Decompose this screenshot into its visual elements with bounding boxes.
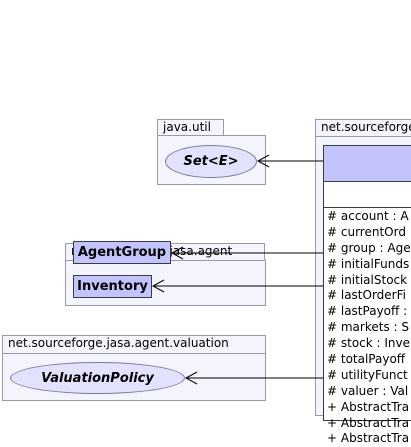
class-member: # totalPayoff — [327, 352, 406, 367]
package-valuation-tab: net.sourceforge.jasa.agent.valuation — [2, 335, 266, 354]
set-interface-label: Set<E> — [183, 154, 239, 169]
package-java-util-label: java.util — [163, 120, 211, 134]
edge-to-set — [256, 154, 323, 168]
class-member: # currentOrd — [327, 224, 406, 239]
valuation-policy-label: ValuationPolicy — [41, 370, 154, 386]
inventory-label: Inventory — [77, 279, 148, 294]
class-member: # initialStock — [327, 272, 408, 287]
valuation-policy-interface[interactable]: ValuationPolicy — [10, 362, 185, 394]
package-valuation-label: net.sourceforge.jasa.agent.valuation — [8, 336, 229, 350]
set-interface[interactable]: Set<E> — [165, 145, 257, 178]
main-class-divider — [324, 207, 411, 208]
class-member: # valuer : Val — [327, 383, 409, 398]
inventory-class[interactable]: Inventory — [73, 275, 152, 298]
agent-group-label: AgentGroup — [77, 245, 167, 260]
class-member: # lastPayoff : — [327, 304, 408, 319]
package-main-label: net.sourceforge — [321, 120, 411, 134]
dependency-edges — [151, 154, 323, 385]
agent-group-class[interactable]: AgentGroup — [73, 241, 171, 264]
class-member: # lastOrderFi — [327, 288, 406, 303]
class-member: + AbstractTra — [327, 431, 410, 446]
class-member: + AbstractTra — [327, 415, 410, 430]
edge-to-inventory — [151, 279, 323, 293]
class-member: # account : A — [327, 209, 409, 223]
class-member: # utilityFunct — [327, 367, 408, 382]
edge-to-valuation-policy — [184, 371, 323, 385]
class-member: # markets : S — [327, 320, 409, 335]
class-member: # group : Age — [327, 240, 411, 255]
class-member: # stock : Inve — [327, 336, 411, 351]
main-class-body — [323, 181, 411, 421]
class-member: + AbstractTra — [327, 399, 410, 414]
edge-to-agent-group — [170, 246, 323, 260]
class-member: # initialFunds — [327, 256, 410, 271]
